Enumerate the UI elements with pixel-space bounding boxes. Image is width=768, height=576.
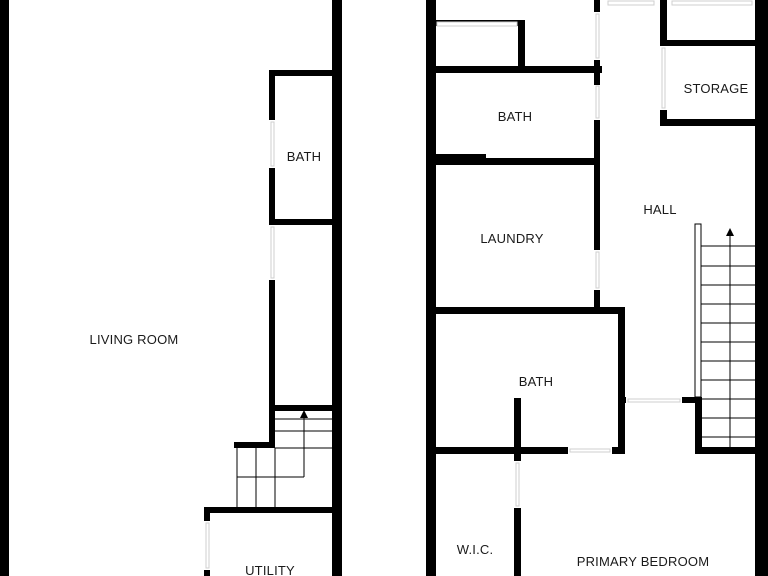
- wall: [618, 397, 626, 403]
- openings: [205, 0, 753, 569]
- wall: [332, 0, 342, 576]
- wall: [432, 158, 600, 165]
- wall: [514, 398, 521, 461]
- wall: [594, 290, 600, 312]
- window: [595, 13, 600, 59]
- wall: [269, 219, 335, 225]
- wall: [432, 66, 602, 73]
- window: [661, 47, 666, 109]
- wall: [660, 40, 768, 46]
- wall: [660, 110, 667, 126]
- wall: [695, 447, 768, 454]
- wall: [660, 0, 667, 45]
- room-label-bath-left: BATH: [287, 149, 322, 164]
- window: [515, 462, 520, 507]
- wall: [660, 119, 768, 126]
- wall: [204, 507, 335, 513]
- room-label-wic: W.I.C.: [457, 542, 494, 557]
- window: [436, 21, 518, 27]
- wall: [612, 447, 625, 454]
- wall: [269, 168, 275, 223]
- wall: [269, 280, 275, 448]
- room-label-storage: STORAGE: [684, 81, 749, 96]
- window: [569, 448, 611, 453]
- wall: [432, 307, 625, 314]
- wall: [273, 405, 335, 411]
- wall: [514, 508, 521, 576]
- wall: [234, 442, 275, 448]
- wall: [204, 507, 210, 521]
- wall: [594, 0, 600, 12]
- wall: [594, 120, 600, 250]
- window: [595, 251, 600, 289]
- wall: [204, 570, 210, 576]
- window: [627, 398, 681, 403]
- wall: [682, 397, 702, 403]
- wall: [618, 307, 625, 454]
- wall: [695, 397, 702, 454]
- room-label-bath-lower: BATH: [519, 374, 554, 389]
- stairs-left: [236, 410, 334, 507]
- window: [270, 226, 275, 279]
- wall: [755, 0, 768, 576]
- stair-arrow-icon: [300, 410, 308, 418]
- wall: [426, 0, 436, 576]
- wall: [432, 154, 486, 165]
- wall: [269, 70, 275, 120]
- stair-rail: [694, 223, 702, 398]
- room-label-living-room: LIVING ROOM: [90, 332, 179, 347]
- stair-arrow-icon: [726, 228, 734, 236]
- room-label-primary-bedroom: PRIMARY BEDROOM: [577, 554, 710, 569]
- room-label-utility: UTILITY: [245, 563, 295, 576]
- room-label-hall: HALL: [643, 202, 676, 217]
- wall: [518, 20, 525, 70]
- window: [595, 85, 600, 119]
- window: [205, 522, 210, 569]
- room-label-laundry: LAUNDRY: [480, 231, 543, 246]
- room-labels: LIVING ROOM BATH UTILITY BATH LAUNDRY HA…: [90, 81, 749, 576]
- wall: [594, 60, 600, 85]
- room-label-bath-top: BATH: [498, 109, 533, 124]
- stairs-right: [694, 223, 757, 447]
- window: [270, 121, 275, 167]
- wall: [432, 447, 568, 454]
- wall: [0, 0, 9, 576]
- window: [671, 0, 753, 6]
- window: [607, 0, 655, 6]
- wall: [269, 70, 335, 76]
